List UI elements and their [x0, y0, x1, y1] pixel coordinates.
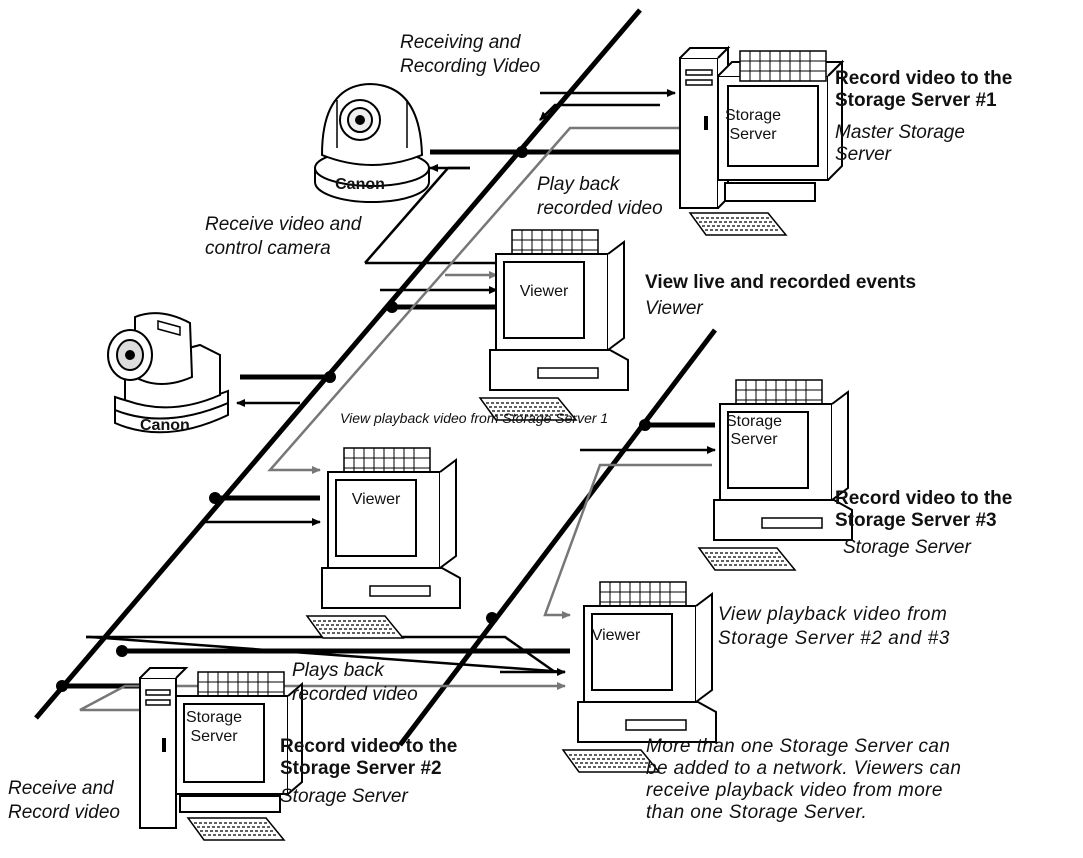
label-playback-1: Play back: [537, 174, 620, 195]
viewer-middle-computer: Viewer: [306, 447, 461, 639]
label-view-playback-23-2: Storage Server #2 and #3: [718, 628, 950, 649]
ss3-role: Storage Server: [843, 537, 971, 558]
label-plays-back-1: Plays back: [292, 660, 384, 681]
viewer-right-screen: Viewer: [592, 627, 641, 644]
playback-arrows: [79, 126, 712, 712]
label-playback-2: recorded video: [537, 198, 663, 219]
ss2-screen-line1: Storage: [186, 709, 242, 726]
ss1-screen-line2: Server: [729, 126, 777, 143]
label-view-playback-23-1: View playback video from: [718, 604, 948, 625]
viewer-top-title: View live and recorded events: [645, 272, 917, 293]
live-video-arrows: [86, 89, 716, 676]
storage-server-3-computer: Storage Server: [698, 379, 853, 571]
note-line4: than one Storage Server.: [646, 802, 868, 823]
label-receive-control-2: control camera: [205, 238, 331, 259]
network-line-main-2: [398, 328, 717, 747]
label-view-playback-ss1: View playback video from Storage Server …: [340, 410, 609, 426]
ss1-title-line2: Storage Server #1: [835, 90, 997, 111]
note-line3: receive playback video from more: [646, 780, 943, 801]
ss2-title-line2: Storage Server #2: [280, 758, 442, 779]
viewer-top-screen: Viewer: [520, 283, 569, 300]
ss3-title-line2: Storage Server #3: [835, 510, 997, 531]
junction-dots: [56, 146, 651, 692]
ss2-role: Storage Server: [280, 786, 408, 807]
note-line2: be added to a network. Viewers can: [646, 758, 962, 779]
ss1-role-line2: Server: [835, 144, 891, 165]
ss3-title-line1: Record video to the: [835, 488, 1013, 509]
ss1-role-line1: Master Storage: [835, 122, 965, 143]
note-line1: More than one Storage Server can: [646, 736, 951, 757]
storage-server-1-computer: Storage Server: [679, 45, 845, 236]
viewer-mid-screen: Viewer: [352, 491, 401, 508]
ss2-screen-line2: Server: [190, 728, 238, 745]
viewer-top-computer: Viewer: [479, 229, 629, 421]
ss2-title-line1: Record video to the: [280, 736, 458, 757]
viewer-right-computer: Viewer: [562, 581, 717, 773]
ss1-title-line1: Record video to the: [835, 68, 1013, 89]
camera-left-brand: Canon: [140, 417, 190, 434]
label-receive-record-2: Record video: [8, 802, 120, 823]
label-receiving-recording-1: Receiving and: [400, 32, 521, 53]
camera-top-brand: Canon: [335, 176, 385, 193]
camera-left: Canon: [107, 312, 229, 434]
label-receiving-recording-2: Recording Video: [400, 56, 541, 77]
label-receive-record-1: Receive and: [8, 778, 114, 799]
storage-server-2-computer: Storage Server: [139, 667, 303, 841]
ss1-screen-line1: Storage: [725, 107, 781, 124]
ss3-screen-line1: Storage: [726, 413, 782, 430]
label-plays-back-2: recorded video: [292, 684, 418, 705]
label-receive-control-1: Receive video and: [205, 214, 362, 235]
camera-top: Canon: [314, 82, 430, 203]
network-line-main-1: [34, 8, 642, 720]
viewer-top-role: Viewer: [645, 298, 703, 319]
ss3-screen-line2: Server: [730, 431, 778, 448]
